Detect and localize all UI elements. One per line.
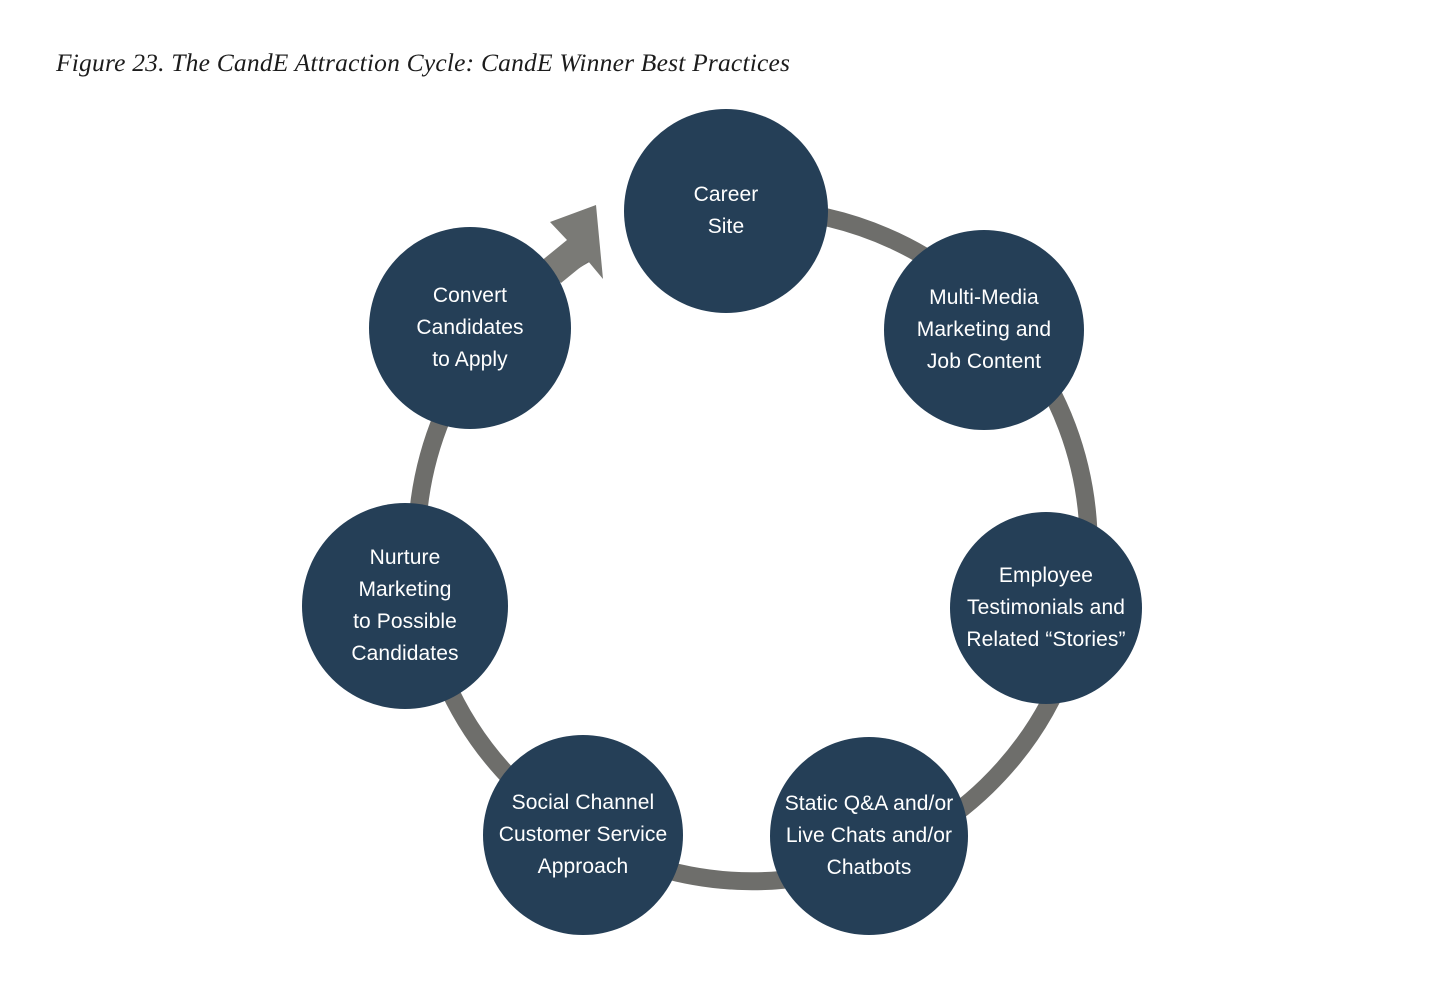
cycle-node-label: Nurture Marketing to Possible Candidates <box>351 546 459 665</box>
cycle-node-employee-testimonials[interactable]: Employee Testimonials and Related “Stori… <box>950 512 1142 704</box>
cycle-node-multi-media-marketing[interactable]: Multi-Media Marketing and Job Content <box>884 230 1084 430</box>
cycle-node-label: Social Channel Customer Service Approach <box>498 791 668 878</box>
cycle-node-social-channel-service[interactable]: Social Channel Customer Service Approach <box>483 735 683 935</box>
cycle-node-label: Static Q&A and/or Live Chats and/or Chat… <box>784 792 954 879</box>
cycle-arrowhead-icon <box>540 205 603 283</box>
cycle-node-nurture-marketing[interactable]: Nurture Marketing to Possible Candidates <box>302 503 508 709</box>
cycle-node-career-site[interactable]: Career Site <box>624 109 828 313</box>
cycle-node-static-qa-live-chats[interactable]: Static Q&A and/or Live Chats and/or Chat… <box>770 737 968 935</box>
cycle-node-label: Multi-Media Marketing and Job Content <box>916 286 1052 373</box>
cycle-node-label: Convert Candidates to Apply <box>416 284 524 371</box>
cycle-node-label: Employee Testimonials and Related “Stori… <box>966 564 1126 651</box>
cycle-node-label: Career Site <box>693 183 759 238</box>
page-title: Figure 23. The CandE Attraction Cycle: C… <box>56 48 791 77</box>
cycle-node-convert-candidates[interactable]: Convert Candidates to Apply <box>369 227 571 429</box>
